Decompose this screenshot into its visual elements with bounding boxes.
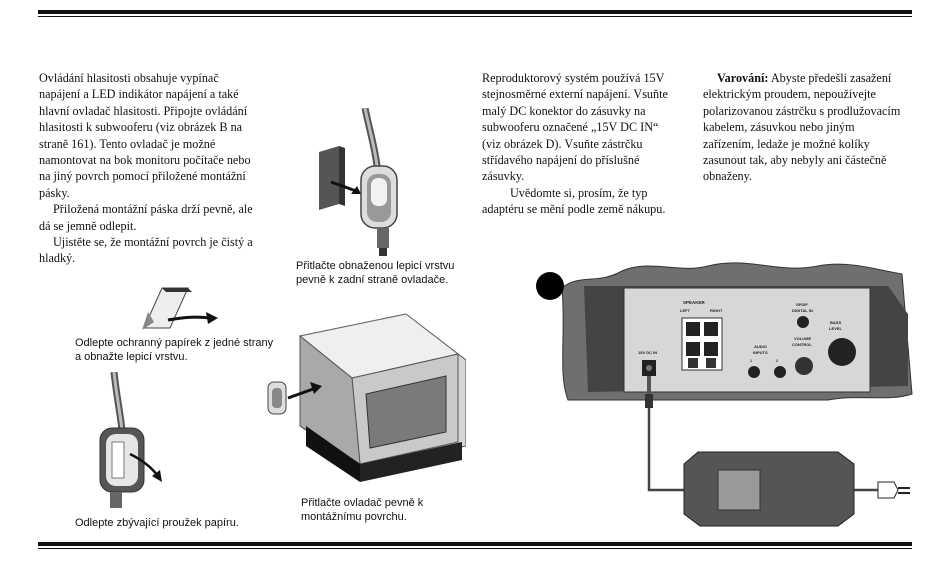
- top-rule-thin: [38, 16, 912, 17]
- figure-d-marker: [536, 272, 564, 300]
- right-label: RIGHT: [710, 308, 723, 313]
- warning-text: Abyste předešli zasažení elektrickým pro…: [703, 71, 901, 184]
- left-label: LEFT: [680, 308, 691, 313]
- input-2-label: 2: [776, 359, 778, 363]
- level-label: LEVEL: [829, 326, 842, 331]
- audio-label: AUDIO: [754, 344, 767, 349]
- warning-label: Varování:: [717, 71, 769, 85]
- monitor-illustration: [267, 313, 466, 482]
- bottom-rule: [38, 542, 912, 546]
- bottom-rule-thin: [38, 548, 912, 549]
- input-1-label: 1: [750, 359, 752, 363]
- caption-press-layer: Přitlačte obnaženou lepicí vrstvu pevně …: [296, 260, 455, 286]
- spdif-label: SPDIF: [796, 302, 808, 307]
- paragraph: Uvědomte si, prosím, že typ adaptéru se …: [482, 185, 666, 217]
- dc-in-label: 15V DC IN: [638, 350, 657, 355]
- speaker-label: SPEAKER: [683, 300, 706, 305]
- text-column-warning: Varování: Abyste předešli zasažení elekt…: [703, 70, 907, 185]
- bass-level-knob[interactable]: [828, 338, 856, 366]
- control-label: CONTROL: [792, 342, 812, 347]
- top-rule: [38, 10, 912, 14]
- digital-in-label: DIGITAL IN: [792, 308, 813, 313]
- control-mount-illustration: [319, 108, 398, 256]
- caption-press-control: Přitlačte ovladač pevně k montážnímu pov…: [301, 497, 424, 523]
- remaining-strip-illustration: [99, 372, 162, 508]
- bass-label: BASS: [830, 320, 841, 325]
- paragraph: Přiložená montážní páska drží pevně, ale…: [39, 202, 253, 233]
- text-column-power: Reproduktorový systém používá 15V stejno…: [482, 70, 674, 218]
- paragraph: Ujistěte se, že montážní povrch je čistý…: [39, 235, 253, 266]
- subwoofer-panel-illustration: SPEAKER LEFT RIGHT SPDIF DIGITAL IN BASS…: [536, 262, 913, 527]
- text-column-volume-control: Ovládání hlasitosti obsahuje vypínač nap…: [39, 70, 257, 267]
- volume-label: VOLUME: [794, 336, 811, 341]
- paragraph: Ovládání hlasitosti obsahuje vypínač nap…: [39, 71, 251, 200]
- caption-peel-remaining: Odlepte zbývající proužek papíru.: [75, 517, 239, 529]
- caption-peel-paper: Odlepte ochranný papírek z jedné strany …: [75, 337, 274, 363]
- inputs-label: INPUTS: [753, 350, 768, 355]
- peel-paper-illustration: [142, 287, 218, 330]
- paragraph: Reproduktorový systém používá 15V stejno…: [482, 71, 668, 184]
